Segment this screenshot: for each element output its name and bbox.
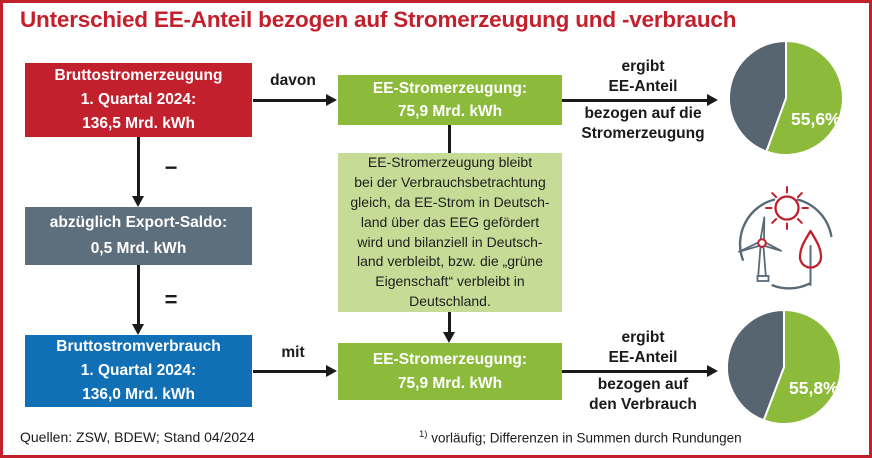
note-line: Eigenschaft“ verbleibt in (375, 273, 525, 290)
box-line: 1. Quartal 2024: (80, 91, 197, 108)
box-line: 136,5 Mrd. kWh (82, 115, 195, 132)
pie-slice-Rest (726, 309, 785, 422)
box-line: EE-Stromerzeugung: (372, 80, 528, 97)
arrow-mit-line (253, 370, 328, 373)
sun-icon (765, 186, 809, 230)
box-line: EE-Stromerzeugung: (372, 350, 528, 368)
box-line: 0,5 Mrd. kWh (90, 240, 187, 257)
renewables-icon (738, 186, 833, 290)
connector-note-head-icon (443, 332, 455, 343)
arrow-result-top-line (562, 99, 708, 102)
box-bruttostromerzeugung: Bruttostromerzeugung 1. Quartal 2024: 13… (25, 63, 252, 137)
box-bruttostromverbrauch: Bruttostromverbrauch 1. Quartal 2024: 13… (25, 335, 252, 407)
box-line: 75,9 Mrd. kWh (397, 374, 503, 392)
box-line: Bruttostromverbrauch (56, 338, 221, 355)
pie-chart-verbrauch-svg (726, 309, 842, 425)
pie-chart-erzeugung: 55,6% (726, 38, 846, 158)
note-line: land über das EEG gefördert (360, 213, 540, 230)
result-line: bezogen auf die (584, 105, 702, 122)
note-line: land verbleibt, bzw. die „grüne (357, 253, 543, 270)
arrow-result-bottom-head-icon (707, 365, 718, 377)
source-note: Quellen: ZSW, BDEW; Stand 04/2024 (20, 429, 255, 445)
result-line: ergibt (621, 329, 665, 346)
arrow-davon-head-icon (326, 94, 337, 106)
box-line: 1. Quartal 2024: (80, 362, 197, 379)
box-ee-stromerzeugung-bottom: EE-Stromerzeugung: 75,9 Mrd. kWh (338, 343, 562, 400)
box-line: 75,9 Mrd. kWh (397, 103, 503, 120)
note-line: wird und bilanziell in Deutsch- (357, 233, 543, 250)
footnote-text: vorläufig; Differenzen in Summen durch R… (427, 430, 742, 446)
page-title: Unterschied EE-Anteil bezogen auf Strome… (20, 7, 737, 32)
note-line: EE-Stromerzeugung bleibt (367, 154, 533, 171)
equals-operator: = (164, 287, 178, 312)
pie-slice-EE-Anteil (765, 40, 844, 156)
arrow-result-bottom-line (562, 370, 708, 373)
result-line: Stromerzeugung (581, 125, 705, 142)
arrow-generation-to-export-line (137, 137, 140, 196)
arrow-mit-head-icon (326, 365, 337, 377)
result-line: bezogen auf (597, 376, 689, 393)
arrow-result-top-head-icon (707, 94, 718, 106)
arrow-davon-line (253, 99, 328, 102)
pie-slice-Rest (728, 40, 787, 153)
footnote: 1) vorläufig; Differenzen in Summen durc… (419, 429, 742, 446)
pie-chart-erzeugung-svg (728, 40, 844, 156)
edge-label-davon: davon (270, 72, 316, 89)
box-ee-stromerzeugung-top: EE-Stromerzeugung: 75,9 Mrd. kWh (338, 75, 562, 125)
footnote-marker: 1) (419, 429, 428, 440)
box-line: 136,0 Mrd. kWh (82, 386, 195, 403)
pie-chart-verbrauch: 55,8% (724, 307, 844, 427)
result-label-erzeugung: ergibt EE-Anteil bezogen auf die Stromer… (559, 57, 727, 144)
connector-note-to-ee-bottom (448, 312, 451, 333)
box-export-saldo: abzüglich Export-Saldo: 0,5 Mrd. kWh (25, 207, 252, 265)
box-line: abzüglich Export-Saldo: (49, 214, 228, 231)
pie-value-label: 55,6% (791, 109, 841, 129)
result-line: EE-Anteil (608, 78, 678, 95)
result-line: ergibt (621, 58, 665, 75)
note-box-eeg-explanation: EE-Stromerzeugung bleibt bei der Verbrau… (338, 153, 562, 312)
result-label-verbrauch: ergibt EE-Anteil bezogen auf den Verbrau… (559, 328, 727, 415)
wind-turbine-icon (738, 216, 782, 282)
edge-label-mit: mit (281, 344, 305, 361)
note-line: bei der Verbrauchsbetrachtung (354, 174, 546, 191)
connector-ee-top-to-note (448, 125, 451, 153)
note-line: Deutschland. (409, 292, 491, 309)
water-drop-icon (798, 229, 823, 286)
pie-value-label: 55,8% (789, 378, 839, 398)
arrow-export-to-consumption-line (137, 265, 140, 324)
result-line: EE-Anteil (608, 349, 678, 366)
result-line: den Verbrauch (589, 396, 697, 413)
minus-operator: − (164, 155, 178, 180)
box-line: Bruttostromerzeugung (54, 67, 223, 84)
arrow-export-to-consumption-head-icon (132, 324, 144, 335)
arrow-generation-to-export-head-icon (132, 196, 144, 207)
note-line: gleich, da EE-Strom in Deutsch- (350, 193, 550, 210)
pie-slice-EE-Anteil (762, 309, 842, 425)
